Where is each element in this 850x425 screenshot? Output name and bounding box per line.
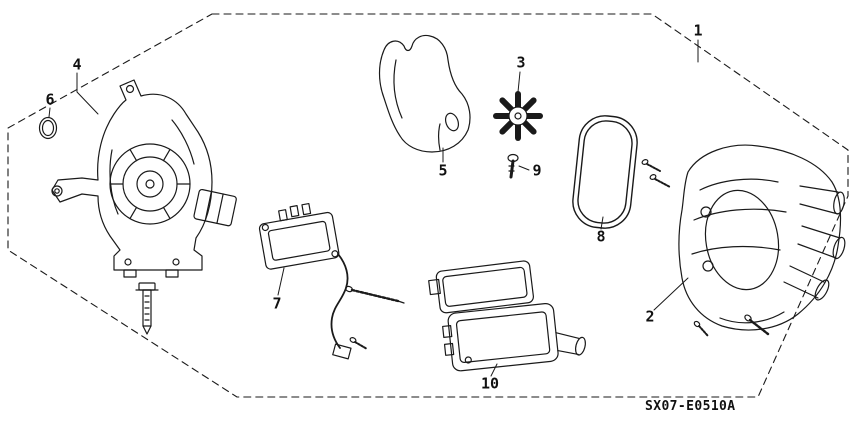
part-label-4: 4 — [72, 55, 82, 74]
cover-drawing — [380, 35, 471, 152]
distributor-cap-drawing — [679, 145, 847, 336]
part-label-2: 2 — [645, 307, 655, 326]
rotor-screw-drawing — [508, 155, 518, 178]
part-label-10: 10 — [480, 374, 500, 393]
o-ring-gasket-drawing — [570, 113, 639, 230]
housing-bolt-drawing — [136, 283, 158, 334]
o-ring-small-drawing — [40, 118, 57, 139]
part-label-9: 9 — [532, 161, 542, 180]
diagram-code: SX07-E0510A — [645, 399, 736, 414]
part-label-3: 3 — [516, 53, 526, 72]
gasket-screws-drawing — [641, 159, 670, 187]
part-label-7: 7 — [272, 294, 282, 313]
part-label-6: 6 — [45, 90, 55, 109]
part-label-1: 1 — [693, 21, 703, 40]
ignition-coil-drawing — [428, 260, 589, 372]
assembly-boundary-outline — [8, 14, 848, 397]
part-label-5: 5 — [438, 161, 448, 180]
rotor-fan-drawing — [496, 94, 540, 138]
part-label-8: 8 — [596, 227, 606, 246]
harness-bracket-drawing — [331, 254, 404, 359]
distributor-housing-drawing — [52, 80, 237, 277]
igniter-module-drawing — [257, 200, 340, 270]
